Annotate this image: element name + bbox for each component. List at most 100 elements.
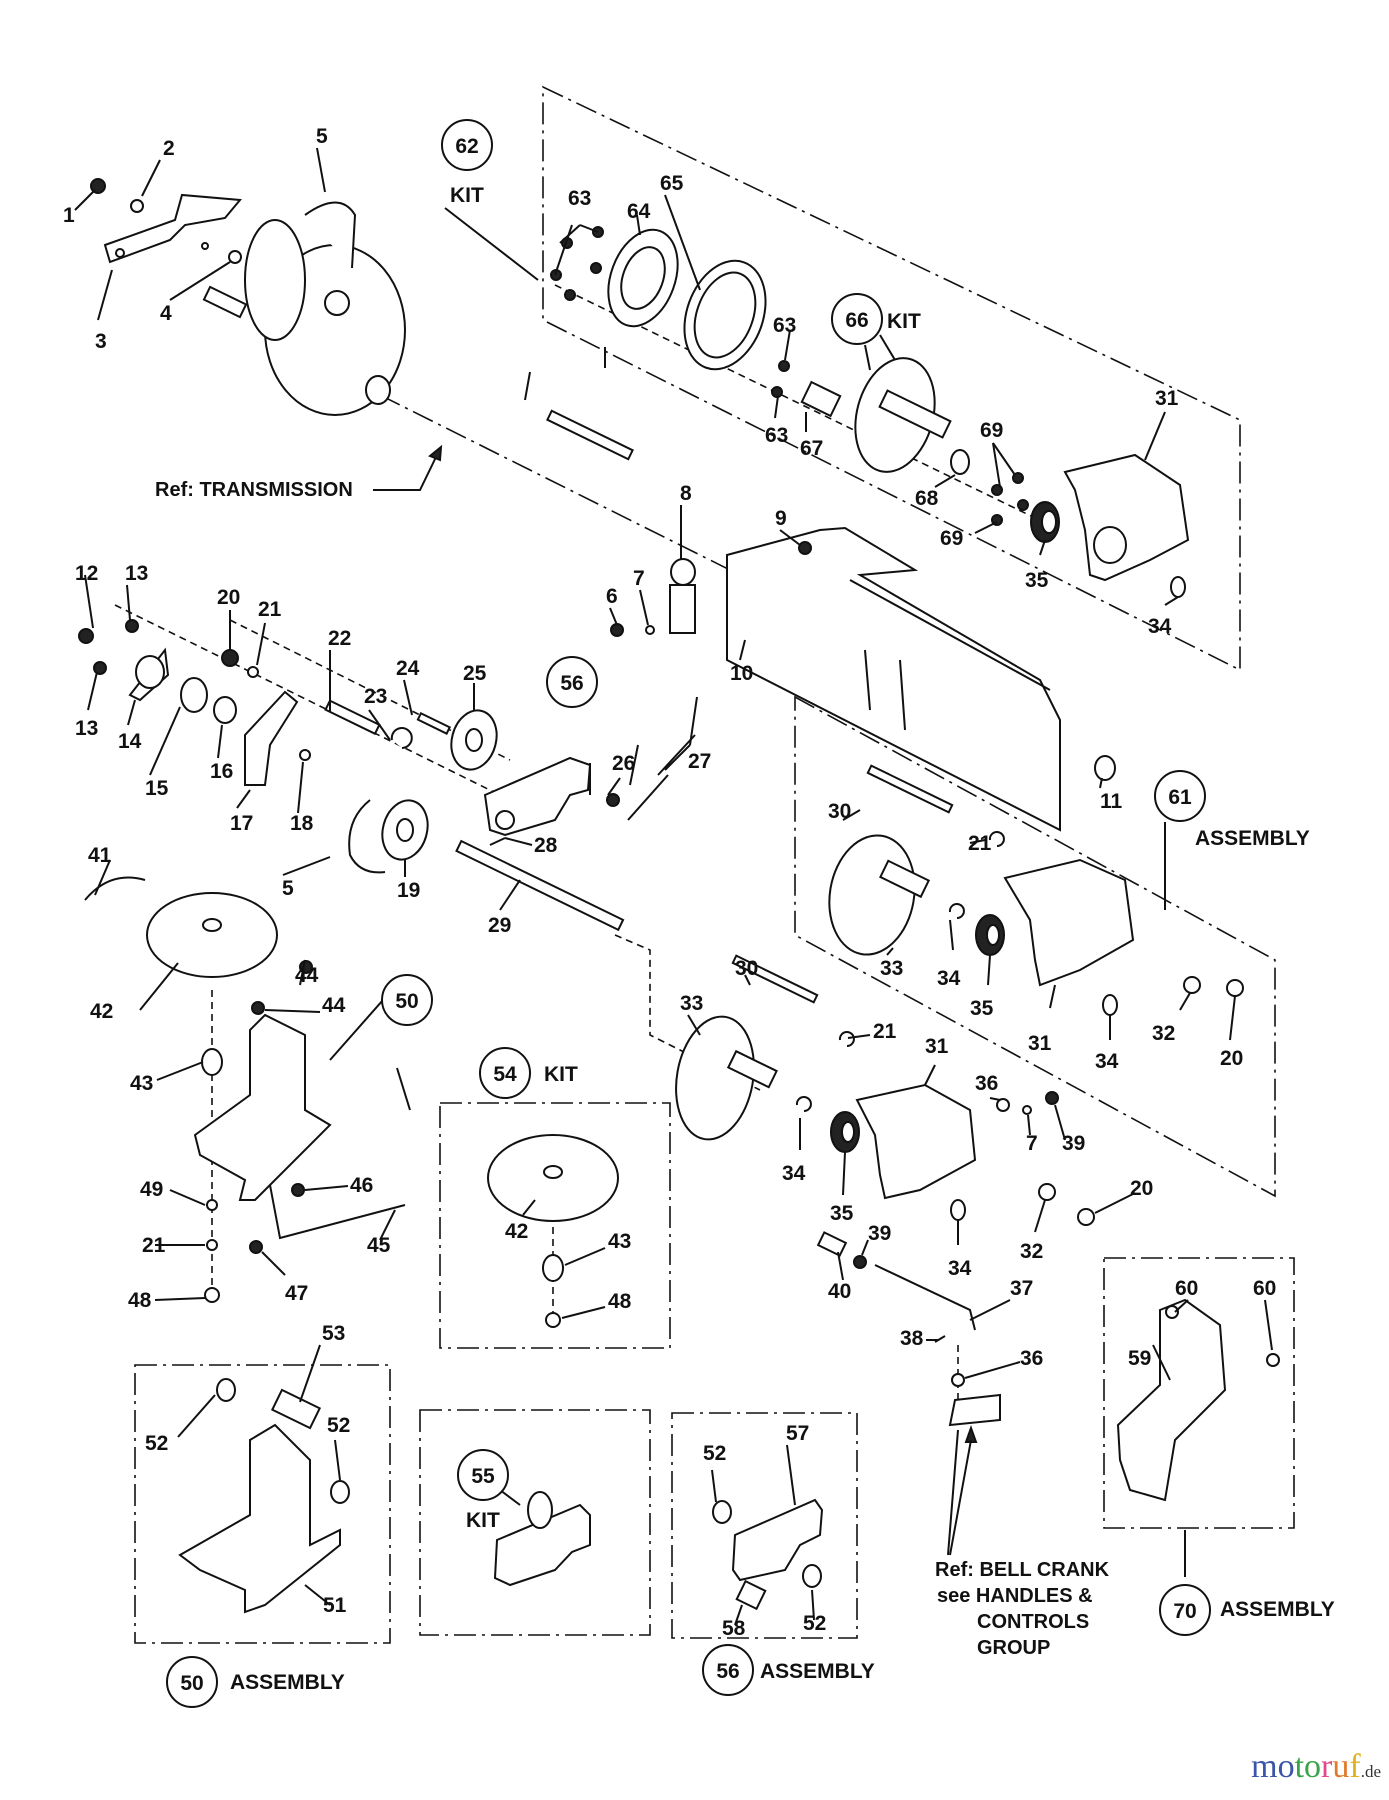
part-label-32[interactable]: 32 [1152, 1022, 1175, 1045]
part-label-42[interactable]: 42 [505, 1220, 528, 1243]
part-label-69[interactable]: 69 [980, 419, 1003, 442]
part-label-6[interactable]: 6 [606, 585, 618, 608]
part-label-34[interactable]: 34 [782, 1162, 806, 1185]
part-label-67[interactable]: 67 [800, 437, 823, 460]
part-label-3[interactable]: 3 [95, 330, 107, 353]
part-label-9[interactable]: 9 [775, 507, 787, 530]
part-label-32[interactable]: 32 [1020, 1240, 1043, 1263]
part-label-69[interactable]: 69 [940, 527, 963, 550]
part-label-21[interactable]: 21 [142, 1234, 166, 1257]
part-label-65[interactable]: 65 [660, 172, 684, 195]
part-label-34[interactable]: 34 [1095, 1050, 1119, 1073]
part-label-60[interactable]: 60 [1253, 1277, 1276, 1300]
part-label-41[interactable]: 41 [88, 844, 112, 867]
callout-54[interactable]: 54 KIT [479, 1047, 578, 1099]
part-label-4[interactable]: 4 [160, 302, 172, 325]
part-label-63[interactable]: 63 [568, 187, 591, 210]
part-label-20[interactable]: 20 [217, 586, 240, 609]
part-label-40[interactable]: 40 [828, 1280, 851, 1303]
part-label-36[interactable]: 36 [975, 1072, 998, 1095]
part-label-53[interactable]: 53 [322, 1322, 345, 1345]
part-label-44[interactable]: 44 [322, 994, 346, 1017]
part-label-23[interactable]: 23 [364, 685, 387, 708]
part-label-57[interactable]: 57 [786, 1422, 809, 1445]
part-label-43[interactable]: 43 [608, 1230, 631, 1253]
part-label-31[interactable]: 31 [925, 1035, 949, 1058]
part-label-48[interactable]: 48 [608, 1290, 632, 1313]
part-label-52[interactable]: 52 [145, 1432, 168, 1455]
part-label-38[interactable]: 38 [900, 1327, 924, 1350]
callout-56-bottom[interactable]: 56 ASSEMBLY [702, 1644, 875, 1696]
part-label-59[interactable]: 59 [1128, 1347, 1151, 1370]
callout-70[interactable]: 70 ASSEMBLY [1159, 1584, 1335, 1636]
part-label-63[interactable]: 63 [765, 424, 788, 447]
part-label-43[interactable]: 43 [130, 1072, 153, 1095]
part-label-13[interactable]: 13 [125, 562, 148, 585]
part-label-48[interactable]: 48 [128, 1289, 152, 1312]
part-label-52[interactable]: 52 [803, 1612, 826, 1635]
part-label-39[interactable]: 39 [868, 1222, 891, 1245]
part-label-31[interactable]: 31 [1155, 387, 1179, 410]
part-label-35[interactable]: 35 [1025, 569, 1049, 592]
part-label-63[interactable]: 63 [773, 314, 796, 337]
callout-50-bottom[interactable]: 50 ASSEMBLY [166, 1656, 345, 1708]
part-label-31[interactable]: 31 [1028, 1032, 1052, 1055]
callout-62[interactable]: 62 KIT [441, 119, 493, 207]
part-label-20[interactable]: 20 [1220, 1047, 1243, 1070]
callout-50-top[interactable]: 50 [381, 974, 433, 1026]
part-label-44[interactable]: 44 [295, 964, 319, 987]
part-label-25[interactable]: 25 [463, 662, 487, 685]
part-label-46[interactable]: 46 [350, 1174, 373, 1197]
part-label-52[interactable]: 52 [327, 1414, 350, 1437]
part-label-39[interactable]: 39 [1062, 1132, 1085, 1155]
part-label-42[interactable]: 42 [90, 1000, 113, 1023]
part-label-8[interactable]: 8 [680, 482, 692, 505]
part-label-16[interactable]: 16 [210, 760, 233, 783]
part-label-1[interactable]: 1 [63, 204, 75, 227]
part-label-52[interactable]: 52 [703, 1442, 726, 1465]
part-label-68[interactable]: 68 [915, 487, 939, 510]
part-label-47[interactable]: 47 [285, 1282, 308, 1305]
part-label-13[interactable]: 13 [75, 717, 98, 740]
callout-66[interactable]: 66 KIT [831, 293, 921, 345]
callout-61[interactable]: 61 ASSEMBLY [1154, 770, 1310, 850]
part-label-22[interactable]: 22 [328, 627, 351, 650]
part-label-34[interactable]: 34 [1148, 615, 1172, 638]
part-label-17[interactable]: 17 [230, 812, 253, 835]
part-label-45[interactable]: 45 [367, 1234, 391, 1257]
part-label-35[interactable]: 35 [970, 997, 994, 1020]
part-label-49[interactable]: 49 [140, 1178, 163, 1201]
part-label-35[interactable]: 35 [830, 1202, 854, 1225]
part-label-26[interactable]: 26 [612, 752, 635, 775]
part-label-29[interactable]: 29 [488, 914, 511, 937]
part-label-14[interactable]: 14 [118, 730, 142, 753]
part-label-33[interactable]: 33 [880, 957, 903, 980]
part-label-37[interactable]: 37 [1010, 1277, 1033, 1300]
part-label-12[interactable]: 12 [75, 562, 98, 585]
part-label-33[interactable]: 33 [680, 992, 703, 1015]
part-label-28[interactable]: 28 [534, 834, 558, 857]
part-label-34[interactable]: 34 [937, 967, 961, 990]
part-label-51[interactable]: 51 [323, 1594, 347, 1617]
part-label-21[interactable]: 21 [968, 832, 992, 855]
part-label-64[interactable]: 64 [627, 200, 651, 223]
part-label-7[interactable]: 7 [1026, 1132, 1038, 1155]
part-label-5[interactable]: 5 [282, 877, 294, 900]
callout-56-top[interactable]: 56 [546, 656, 598, 708]
callout-55[interactable]: 55 KIT [457, 1449, 509, 1532]
part-label-5[interactable]: 5 [316, 125, 328, 148]
part-label-20[interactable]: 20 [1130, 1177, 1153, 1200]
part-label-24[interactable]: 24 [396, 657, 420, 680]
part-label-10[interactable]: 10 [730, 662, 753, 685]
part-label-36[interactable]: 36 [1020, 1347, 1043, 1370]
part-label-7[interactable]: 7 [633, 567, 645, 590]
part-label-19[interactable]: 19 [397, 879, 420, 902]
part-label-60[interactable]: 60 [1175, 1277, 1198, 1300]
part-label-2[interactable]: 2 [163, 137, 175, 160]
part-label-21[interactable]: 21 [258, 598, 282, 621]
part-label-30[interactable]: 30 [828, 800, 851, 823]
part-label-21[interactable]: 21 [873, 1020, 897, 1043]
part-label-11[interactable]: 11 [1100, 790, 1123, 813]
part-label-58[interactable]: 58 [722, 1617, 746, 1640]
part-label-15[interactable]: 15 [145, 777, 169, 800]
